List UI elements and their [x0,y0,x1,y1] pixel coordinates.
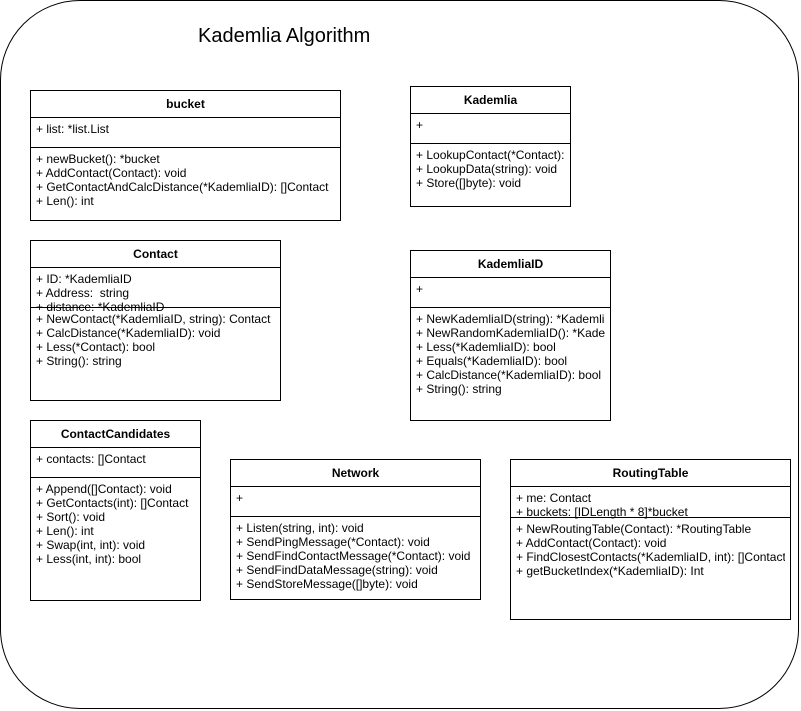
method: + SendStoreMessage([]byte): void [236,577,418,591]
class-bucket[interactable]: bucket + list: *list.List + newBucket(): *… [30,90,341,221]
methods-section: + NewRoutingTable(Contact): *RoutingTabl… [511,518,790,582]
class-contact[interactable]: Contact+ ID: *KademliaID+ Address: strin… [30,240,281,401]
class-name: Contact [31,241,280,268]
class-network[interactable]: Network++ Listen(string, int): void+ Sen… [230,459,481,600]
methods-section: + LookupContact(*Contact):+ LookupData(s… [411,144,570,194]
method: + CalcDistance(*KademliaID): bool [416,368,602,382]
attribute: + list: *list.List [36,122,110,136]
attributes-section: + me: Contact+ buckets: [IDLength * 8]*b… [511,487,790,519]
class-name: bucket [31,91,340,118]
attribute: + [236,491,244,505]
attributes-section: + [411,114,570,144]
method: + Store([]byte): void [416,176,522,190]
class-name: Network [231,460,480,487]
method: + LookupData(string): void [416,162,558,176]
method: + FindClosestContacts(*KademliaID, int):… [516,550,785,564]
method: + Append([]Contact): void [36,482,172,496]
method: + Less(int, int): bool [36,552,142,566]
method: + GetContactAndCalcDistance(*KademliaID)… [36,180,329,194]
attribute: + buckets: [IDLength * 8]*bucket [516,505,688,519]
method: + Less(*KademliaID): bool [416,340,556,354]
method: + SendFindDataMessage(string): void [236,563,438,577]
attribute: + Address: string [36,286,130,300]
method: + Sort(): void [36,510,106,524]
method: + Listen(string, int): void [236,521,364,535]
method: + Less(*Contact): bool [36,340,156,354]
method: + NewContact(*KademliaID, string): Conta… [36,312,271,326]
attribute: + [416,118,424,132]
method: + getBucketIndex(*KademliaID): Int [516,564,704,578]
class-routingtable[interactable]: RoutingTable+ me: Contact+ buckets: [IDL… [510,459,791,620]
class-name: KademliaID [411,251,610,278]
class-kademlia[interactable]: Kademlia + + LookupContact(*Contact):+ Loo… [410,86,571,207]
methods-section: + NewKademliaID(string): *KademliaID+ Ne… [411,308,610,400]
methods-section: + newBucket(): *bucket+ AddContact(Conta… [31,148,340,212]
method: + NewKademliaID(string): *KademliaID [416,312,605,326]
method: + Swap(int, int): void [36,538,146,552]
attribute: + me: Contact [516,491,592,505]
method: + AddContact(Contact): void [516,536,667,550]
method: + CalcDistance(*KademliaID): void [36,326,221,340]
method: + newBucket(): *bucket [36,152,160,166]
methods-section: + Listen(string, int): void+ SendPingMes… [231,517,480,595]
method: + NewRoutingTable(Contact): *RoutingTabl… [516,522,752,536]
class-kademliaid[interactable]: KademliaID + + NewKademliaID(string): *Kad… [410,250,611,421]
attributes-section: + [411,278,610,308]
method: + GetContacts(int): []Contact [36,496,189,510]
method: + LookupContact(*Contact): [416,148,565,162]
method: + String(): string [36,354,122,368]
method: + NewRandomKademliaID(): *KademliaID [416,326,605,340]
attribute: + contacts: []Contact [36,452,146,466]
method: + Equals(*KademliaID): bool [416,354,568,368]
attributes-section: + [231,487,480,517]
method: + AddContact(Contact): void [36,166,187,180]
attributes-section: + ID: *KademliaID+ Address: string+ dist… [31,268,280,314]
methods-section: + NewContact(*KademliaID, string): Conta… [31,308,280,372]
method: + Len(): int [36,194,94,208]
class-name: ContactCandidates [31,421,200,448]
method: + String(): string [416,382,502,396]
attributes-section: + contacts: []Contact [31,448,200,478]
attributes-section: + list: *list.List [31,118,340,148]
diagram-title: Kademlia Algorithm [198,25,371,47]
attribute: + distance: *KademliaID [36,300,165,314]
method: + SendPingMessage(*Contact): void [236,535,430,549]
method: + SendFindContactMessage(*Contact): void [236,549,471,563]
class-contactcandidates[interactable]: ContactCandidates + contacts: []Contact + … [30,420,201,601]
class-name: Kademlia [411,87,570,114]
methods-section: + Append([]Contact): void+ GetContacts(i… [31,478,200,570]
class-name: RoutingTable [511,460,790,487]
method: + Len(): int [36,524,94,538]
attribute: + [416,282,424,296]
attribute: + ID: *KademliaID [36,272,132,286]
